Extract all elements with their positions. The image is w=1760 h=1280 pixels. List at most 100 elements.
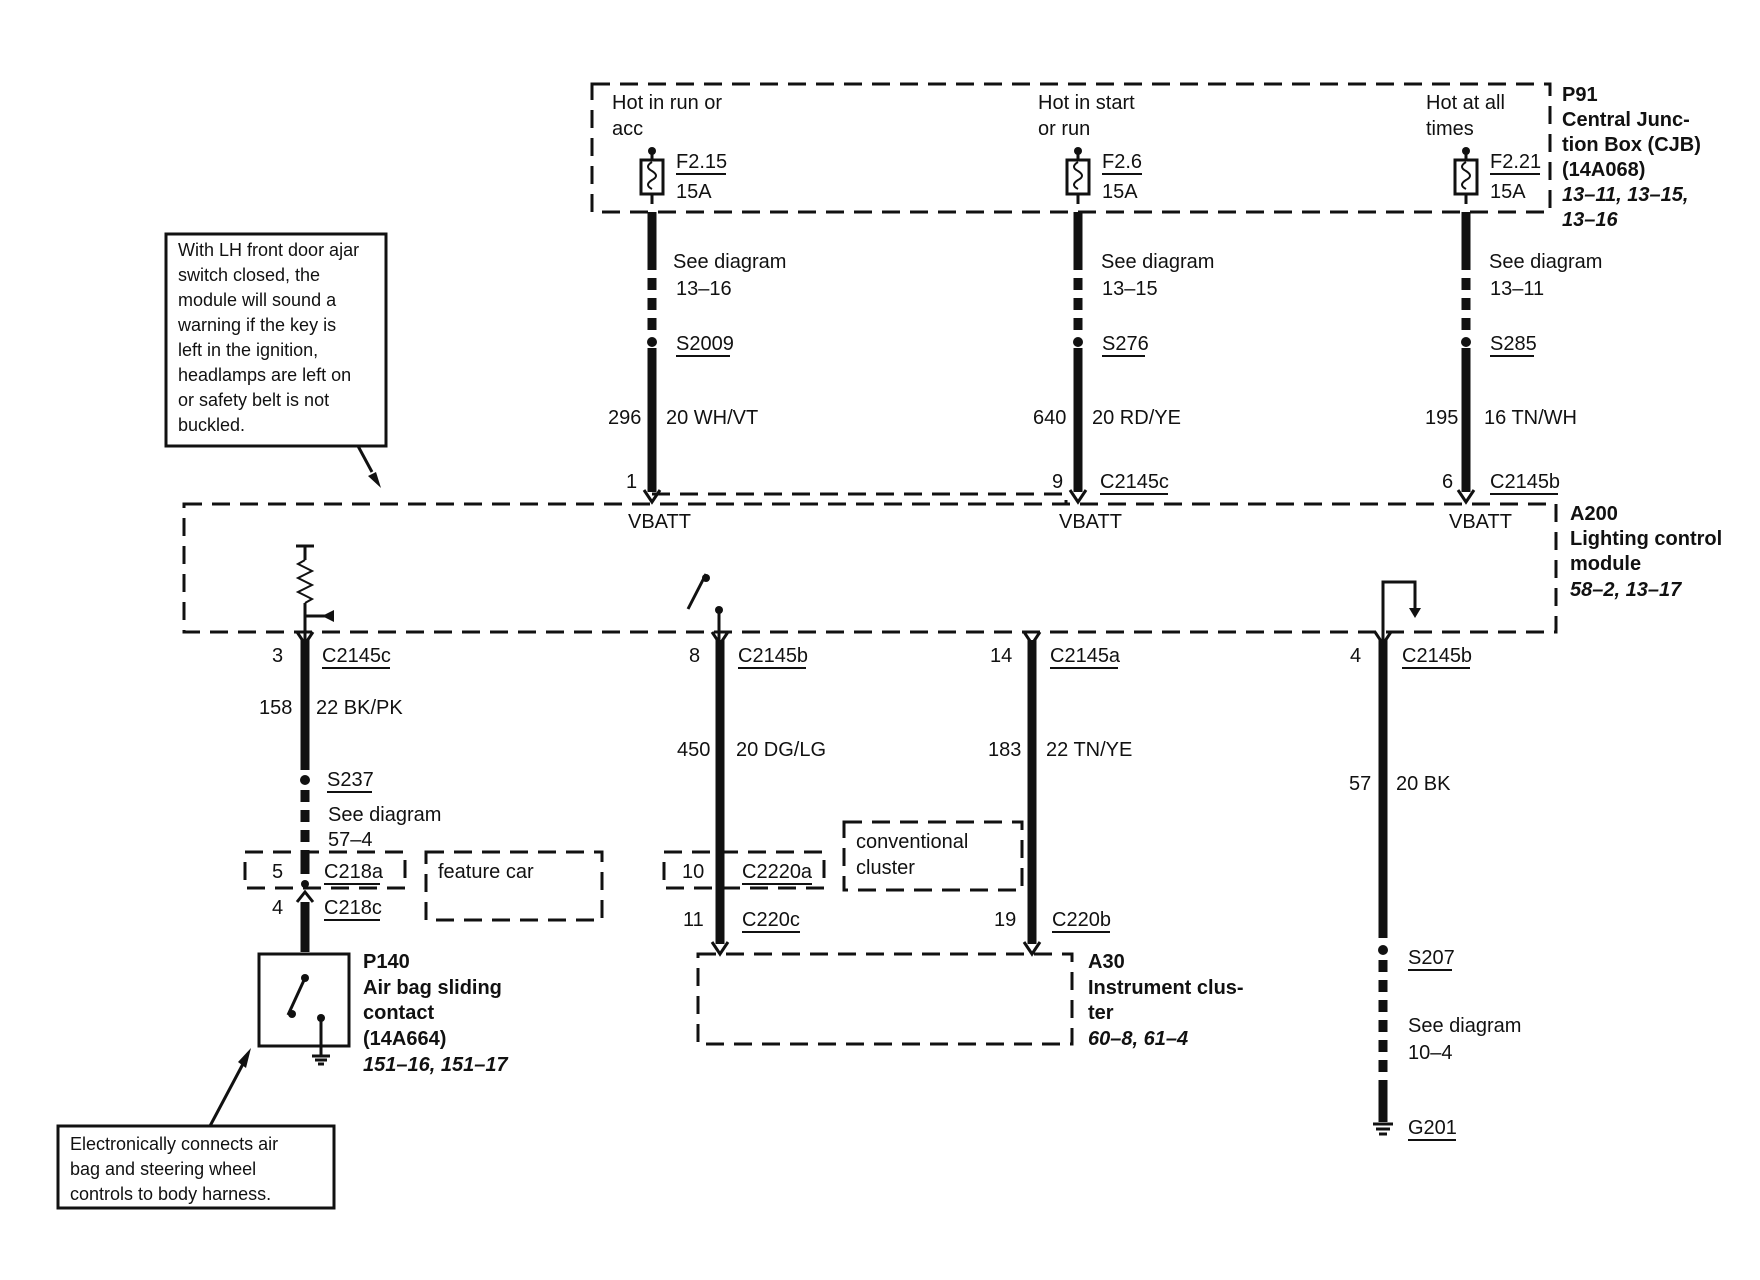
c2220a-conn: C2220a: [742, 861, 813, 883]
c2220a-pin: 10: [682, 861, 704, 883]
c218-out-pin: 4: [272, 897, 283, 919]
note-top-line-7: or safety belt is not: [178, 390, 329, 410]
see-ref-2: 13–15: [1102, 278, 1158, 300]
note-top-line-5: left in the ignition,: [178, 340, 318, 360]
fuse-f2-21-icon: [1453, 147, 1479, 204]
output-wire-3: [1022, 631, 1042, 957]
out-circuit-4: 57: [1349, 773, 1371, 795]
feed-wire-3: [1456, 212, 1476, 505]
connector-2: C2145c: [1100, 471, 1169, 493]
a200-id: A200: [1570, 503, 1618, 525]
note-top-line-4: warning if the key is: [177, 315, 336, 335]
module-switch-icon: [686, 573, 723, 640]
p91-name-2: tion Box (CJB): [1562, 134, 1701, 156]
out-see-ref-1: 57–4: [328, 829, 373, 851]
pin-1: 1: [626, 471, 637, 493]
out-see-4: See diagram: [1408, 1015, 1521, 1037]
note-top-line-2: switch closed, the: [178, 265, 320, 285]
fuse-id-3: F2.21: [1490, 151, 1541, 173]
p140-switch-icon: [286, 974, 325, 1056]
ground-g201: G201: [1408, 1117, 1457, 1139]
wire-1: 20 WH/VT: [666, 407, 758, 429]
splice-2: S276: [1102, 333, 1149, 355]
c220b-conn: C220b: [1052, 909, 1111, 931]
hot-label-2a: Hot in start: [1038, 92, 1135, 114]
out-wire-3: 22 TN/YE: [1046, 739, 1132, 761]
hot-label-3a: Hot at all: [1426, 92, 1505, 114]
hot-label-2b: or run: [1038, 118, 1090, 140]
pin-3: 6: [1442, 471, 1453, 493]
note-bottom-line-1: Electronically connects air: [70, 1134, 278, 1154]
out-see-ref-4: 10–4: [1408, 1042, 1453, 1064]
feature-car-box: [424, 850, 604, 922]
out-pin-1: 3: [272, 645, 283, 667]
conventional-cluster-box: [842, 820, 1024, 892]
a30-ref: 60–8, 61–4: [1088, 1028, 1188, 1050]
hot-label-3b: times: [1426, 118, 1474, 140]
a30-id: A30: [1088, 951, 1125, 973]
note-top-line-1: With LH front door ajar: [178, 240, 359, 260]
p91-ref-1: 13–11, 13–15,: [1562, 184, 1688, 206]
out-circuit-3: 183: [988, 739, 1021, 761]
p91-junction-box-outline: [590, 82, 1552, 214]
out-wire-1: 22 BK/PK: [316, 697, 403, 719]
out-see-1: See diagram: [328, 804, 441, 826]
connector-3: C2145b: [1490, 471, 1560, 493]
p91-name-1: Central Junc-: [1562, 109, 1690, 131]
note-bottom-box: [56, 1124, 336, 1210]
wire-3: 16 TN/WH: [1484, 407, 1577, 429]
feed-wire-1: [642, 212, 662, 505]
a200-module-outline: [182, 502, 1558, 634]
out-wire-4: 20 BK: [1396, 773, 1451, 795]
c218-out-conn: C218c: [324, 897, 382, 919]
out-connector-4: C2145b: [1402, 645, 1472, 667]
see-ref-3: 13–11: [1490, 278, 1544, 300]
out-circuit-1: 158: [259, 697, 292, 719]
conventional-cluster-label-2: cluster: [856, 857, 915, 879]
c220c-conn: C220c: [742, 909, 800, 931]
fuse-f2-15-icon: [639, 147, 665, 204]
out-splice-1: S237: [327, 769, 374, 791]
note-bottom-line-2: bag and steering wheel: [70, 1159, 256, 1179]
p140-name-2: contact: [363, 1002, 434, 1024]
a30-cluster-outline: [696, 952, 1074, 1046]
output-wire-4: [1373, 631, 1393, 1122]
note-bottom-line-3: controls to body harness.: [70, 1184, 271, 1204]
p140-name-3: (14A664): [363, 1028, 446, 1050]
wire-2: 20 RD/YE: [1092, 407, 1181, 429]
a30-name-1: Instrument clus-: [1088, 977, 1244, 999]
c218-in-pin: 5: [272, 861, 283, 883]
module-ground-icon: [1381, 580, 1421, 640]
circuit-1: 296: [608, 407, 641, 429]
a200-ref: 58–2, 13–17: [1570, 579, 1682, 601]
vbatt-1: VBATT: [628, 511, 691, 533]
hot-label-1b: acc: [612, 118, 643, 140]
out-connector-2: C2145b: [738, 645, 808, 667]
circuit-2: 640: [1033, 407, 1066, 429]
a200-name-1: Lighting control: [1570, 528, 1722, 550]
output-wire-2: [710, 631, 730, 957]
p91-id: P91: [1562, 84, 1598, 106]
p140-component-box: [257, 952, 351, 1048]
a200-name-2: module: [1570, 553, 1641, 575]
out-pin-3: 14: [990, 645, 1012, 667]
p91-ref-2: 13–16: [1562, 209, 1618, 231]
vbatt-3: VBATT: [1449, 511, 1512, 533]
fuse-id-1: F2.15: [676, 151, 727, 173]
out-circuit-2: 450: [677, 739, 710, 761]
conventional-cluster-label-1: conventional: [856, 831, 968, 853]
splice-3: S285: [1490, 333, 1537, 355]
p91-name-3: (14A068): [1562, 159, 1645, 181]
fuse-f2-6-icon: [1065, 147, 1091, 204]
p140-name-1: Air bag sliding: [363, 977, 502, 999]
c2220a-connector-box: [662, 850, 826, 890]
output-wire-1: [295, 631, 315, 952]
see-diagram-1: See diagram: [673, 251, 786, 273]
c2145c-bracket: [652, 492, 1068, 504]
see-diagram-3: See diagram: [1489, 251, 1602, 273]
out-wire-2: 20 DG/LG: [736, 739, 826, 761]
note-top-arrow-icon: [356, 445, 381, 488]
fuse-amps-1: 15A: [676, 181, 712, 203]
a30-name-2: ter: [1088, 1002, 1114, 1024]
c218-connector-box: [243, 850, 407, 890]
